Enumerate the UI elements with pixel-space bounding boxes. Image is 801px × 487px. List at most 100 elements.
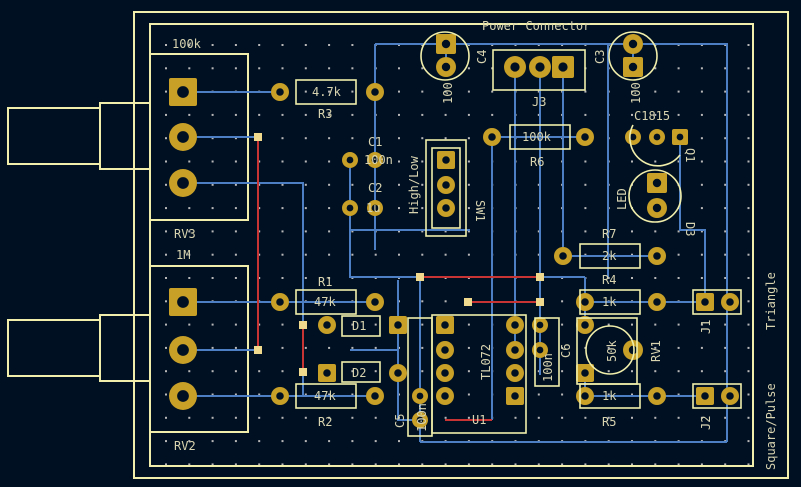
grid-dot	[747, 160, 750, 163]
pad-hole	[394, 369, 402, 377]
grid-dot	[700, 346, 703, 349]
grid-dot	[328, 393, 331, 396]
grid-dot	[188, 230, 191, 233]
grid-dot	[421, 323, 424, 326]
grid-dot	[374, 253, 377, 256]
grid-dot	[351, 370, 354, 373]
u1-value: TL072	[479, 344, 493, 380]
grid-dot	[374, 346, 377, 349]
grid-dot	[421, 90, 424, 93]
grid-dot	[747, 323, 750, 326]
grid-dot	[537, 113, 540, 116]
grid-dot	[374, 416, 377, 419]
grid-dot	[747, 44, 750, 46]
grid-dot	[374, 323, 377, 326]
pad-hole	[177, 344, 189, 356]
c4-value: 100	[441, 82, 455, 104]
grid-dot	[467, 67, 470, 70]
grid-dot	[234, 137, 237, 140]
grid-dot	[165, 230, 167, 233]
grid-dot	[165, 440, 167, 443]
grid-dot	[258, 370, 261, 373]
pads	[169, 34, 739, 428]
grid-dot	[281, 113, 284, 116]
grid-dot	[747, 90, 750, 93]
grid-dot	[514, 416, 517, 419]
grid-dot	[467, 207, 470, 210]
grid-dot	[537, 230, 540, 233]
grid-dot	[304, 253, 307, 256]
grid-dot	[188, 67, 191, 70]
grid-dot	[747, 393, 750, 396]
sw1-label: SW1	[473, 200, 487, 222]
grid-dot	[234, 183, 237, 186]
grid-dot	[304, 277, 307, 279]
grid-dot	[374, 463, 377, 466]
pad-hole	[442, 181, 450, 189]
grid-dot	[654, 370, 657, 373]
grid-dot	[165, 346, 167, 349]
pad-hole	[511, 392, 519, 400]
grid-dot	[421, 370, 424, 373]
grid-dot	[561, 300, 564, 303]
r6-value: 100k	[522, 130, 552, 144]
grid-dot	[467, 113, 470, 116]
pad-hole	[371, 156, 379, 164]
grid-dot	[398, 230, 400, 233]
grid-dot	[234, 230, 237, 233]
grid-dot	[304, 230, 307, 233]
grid-dot	[304, 137, 307, 140]
grid-dot	[537, 90, 540, 93]
grid-dot	[444, 113, 447, 116]
grid-dot	[165, 137, 167, 140]
grid-dot	[467, 137, 470, 140]
grid-dot	[654, 463, 657, 466]
grid-dot	[211, 393, 214, 396]
grid-dot	[234, 323, 237, 326]
grid-dot	[537, 393, 540, 396]
grid-dot	[631, 323, 633, 326]
r7-label: R7	[602, 227, 616, 241]
grid-dot	[234, 346, 237, 349]
pad-hole	[488, 133, 496, 141]
grid-dot	[328, 183, 331, 186]
grid-dot	[467, 253, 470, 256]
r2-value: 47k	[314, 389, 336, 403]
grid-dot	[584, 230, 587, 233]
pad-hole	[559, 252, 567, 260]
grid-dot	[724, 277, 727, 279]
pad-hole	[177, 131, 189, 143]
grid-dot	[398, 67, 400, 70]
grid-dot	[328, 137, 331, 140]
c1-label: C1	[368, 135, 382, 149]
grid-dot	[724, 253, 727, 256]
grid-dot	[467, 230, 470, 233]
pad-hole	[441, 321, 449, 329]
rv3-value: 100k	[172, 37, 202, 51]
grid-dot	[165, 183, 167, 186]
pad-hole	[276, 298, 284, 306]
grid-dot	[747, 346, 750, 349]
grid-dot	[724, 416, 727, 419]
c2-value: 1u	[366, 201, 380, 215]
pad-hole	[511, 346, 519, 354]
d2-label: D2	[352, 366, 366, 380]
grid-dot	[467, 370, 470, 373]
grid-dot	[165, 300, 167, 303]
grid-dot	[654, 346, 657, 349]
grid-dot	[677, 277, 680, 279]
grid-dot	[234, 393, 237, 396]
grid-dot	[351, 323, 354, 326]
grid-dot	[211, 253, 214, 256]
grid-dot	[700, 67, 703, 70]
grid-dot	[188, 113, 191, 116]
grid-dot	[421, 207, 424, 210]
rv1-label: RV1	[649, 340, 663, 362]
grid-dot	[631, 90, 633, 93]
grid-dot	[421, 160, 424, 163]
grid-dot	[328, 207, 331, 210]
grid-dot	[421, 67, 424, 70]
grid-dot	[607, 277, 610, 279]
grid-dot	[165, 253, 167, 256]
pad-hole	[511, 321, 519, 329]
